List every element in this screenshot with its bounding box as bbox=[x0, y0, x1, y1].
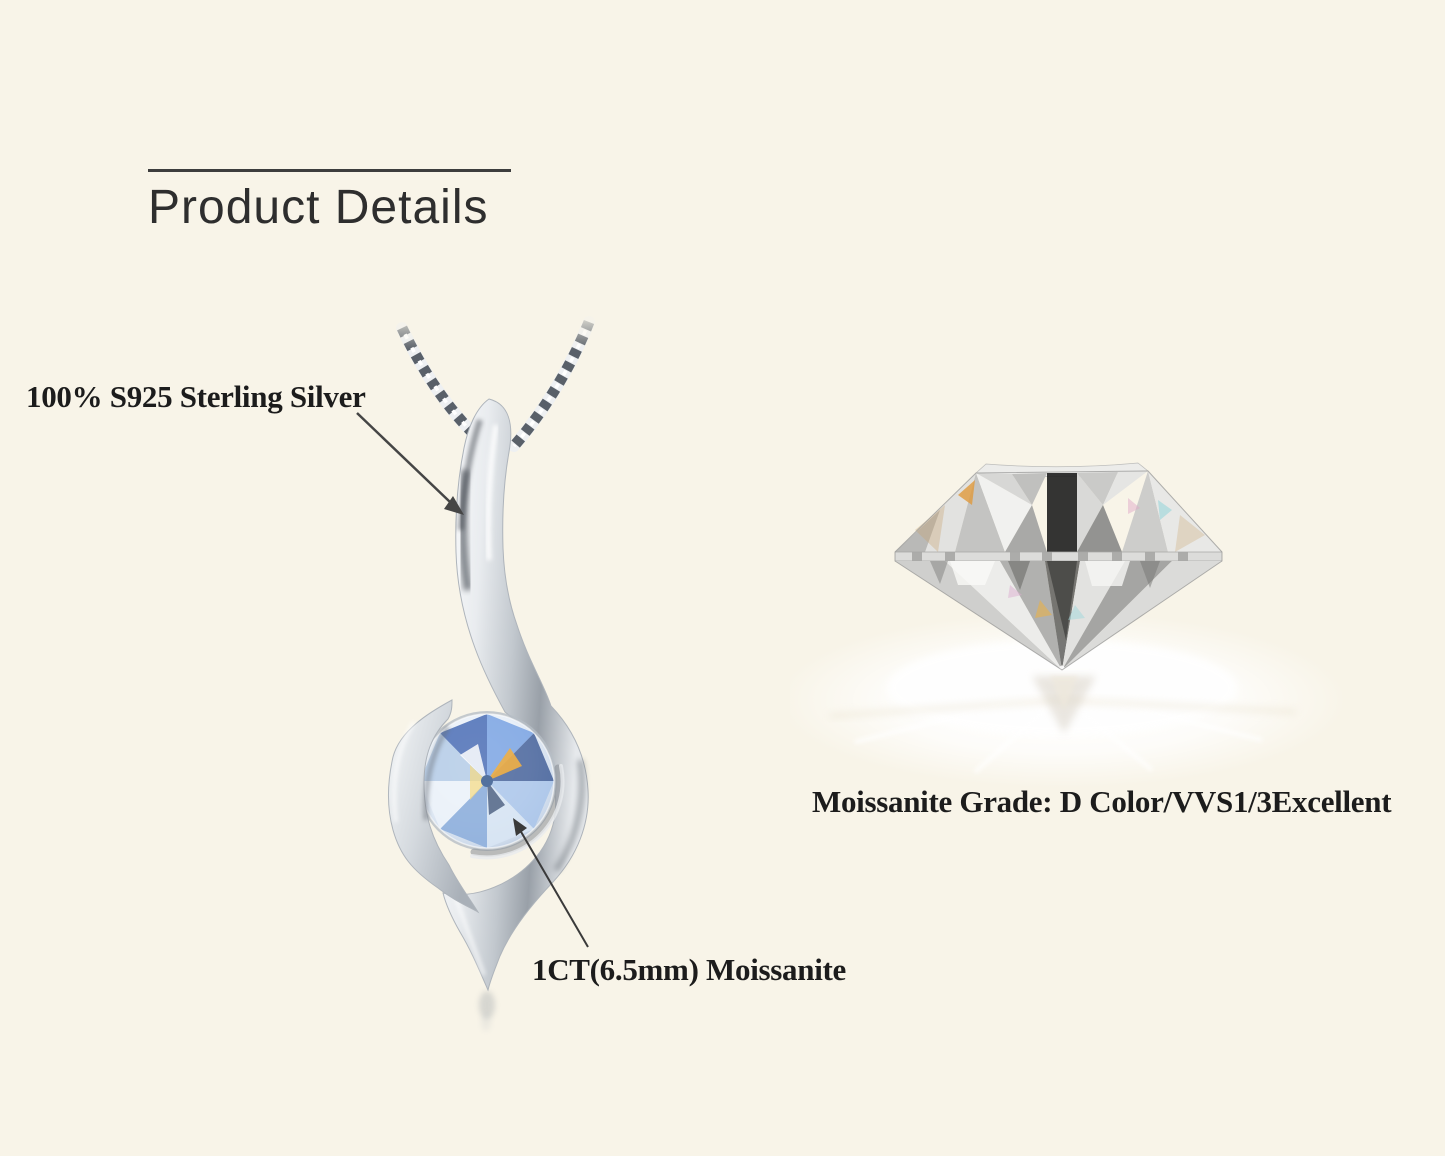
pendant-reflection bbox=[481, 1013, 491, 1031]
diamond-body bbox=[894, 462, 1223, 671]
callout-label-moissanite: 1CT(6.5mm) Moissanite bbox=[532, 952, 846, 987]
crescent-highlight bbox=[392, 721, 416, 823]
callout-arrowhead-sterling bbox=[444, 496, 464, 515]
chain-fade bbox=[380, 310, 610, 350]
surface-glow bbox=[790, 612, 1347, 788]
page-title: Product Details bbox=[148, 181, 489, 234]
callout-arrowhead-stone bbox=[513, 818, 527, 836]
diamond-photo bbox=[790, 462, 1347, 788]
pendant-ribbon bbox=[442, 398, 589, 992]
gem-reflection-core bbox=[1050, 676, 1078, 710]
pendant-crescent bbox=[387, 699, 480, 914]
heading-overline bbox=[148, 169, 511, 172]
pendant-photo bbox=[356, 310, 610, 1031]
callout-label-sterling-silver: 100% S925 Sterling Silver bbox=[26, 379, 366, 414]
pendant-shadow bbox=[479, 991, 495, 1019]
callout-line-sterling bbox=[356, 412, 464, 515]
gem-grade-caption: Moissanite Grade: D Color/VVS1/3Excellen… bbox=[812, 784, 1392, 819]
crescent-shadow bbox=[423, 725, 451, 821]
callout-line-stone bbox=[513, 818, 589, 948]
pendant-stone bbox=[417, 711, 565, 860]
